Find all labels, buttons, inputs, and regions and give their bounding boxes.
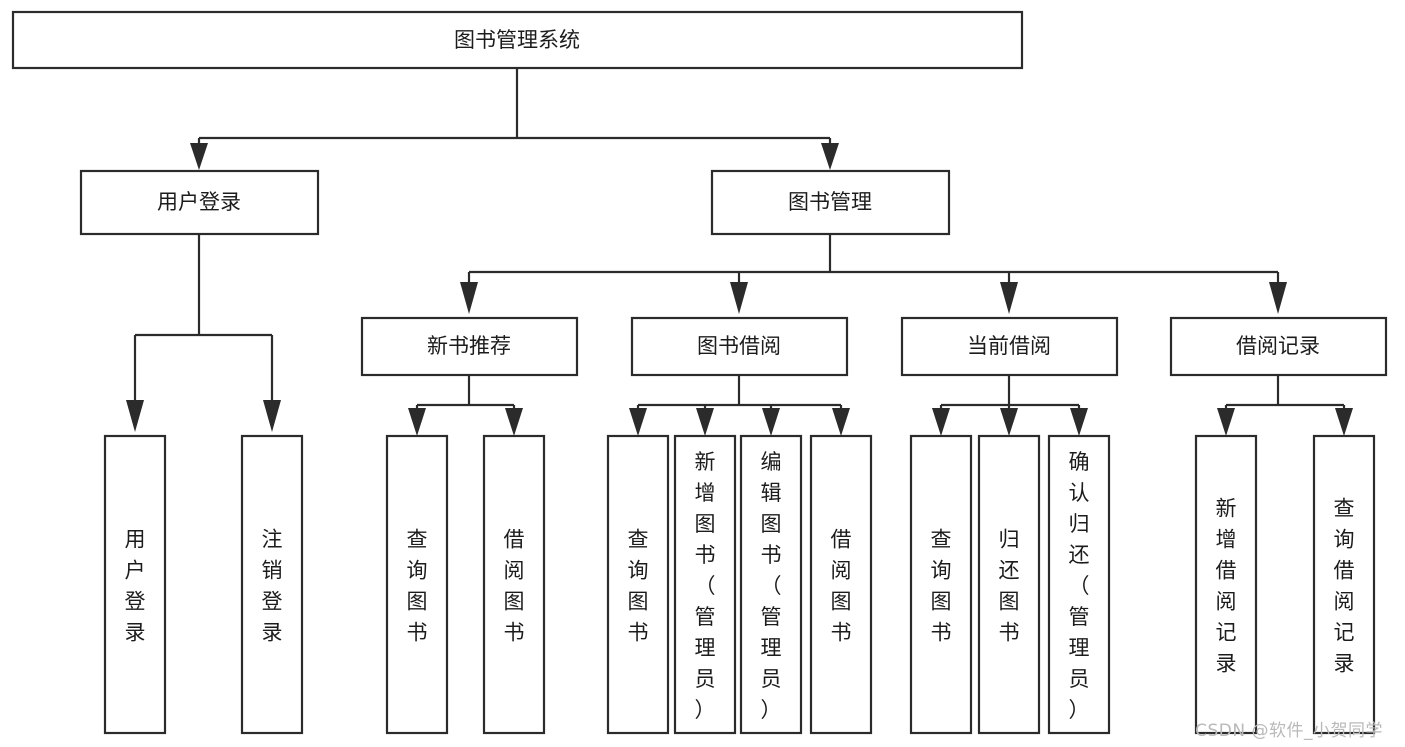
node-book-borrow[interactable]: 图书借阅 — [630, 316, 849, 377]
node-label: 查询图书 — [407, 528, 428, 645]
node-label: 新书推荐 — [427, 334, 511, 358]
arrow-head-icon — [190, 143, 208, 170]
node-leaf-add-record[interactable]: 新增借阅记录 — [1194, 434, 1258, 735]
connector-bookborrow-to-leaves — [629, 375, 850, 436]
node-label: 查询图书 — [628, 528, 649, 645]
node-leaf-add-book[interactable]: 新增图书（管理员） — [673, 434, 737, 735]
node-box[interactable] — [1312, 434, 1376, 735]
node-leaf-query-book-3[interactable]: 查询图书 — [909, 434, 973, 735]
arrow-head-icon — [730, 282, 748, 314]
arrow-head-icon — [932, 408, 950, 436]
node-box[interactable] — [710, 169, 951, 236]
node-leaf-confirm-return[interactable]: 确认归还（管理员） — [1047, 434, 1111, 735]
node-new-book-recommend[interactable]: 新书推荐 — [360, 316, 579, 377]
node-box[interactable] — [79, 169, 320, 236]
connector-newbook-to-leaves — [408, 375, 523, 436]
connector-userlogin-to-leaves — [126, 235, 281, 432]
node-label: 图书借阅 — [697, 334, 781, 358]
node-box[interactable] — [1169, 316, 1388, 377]
node-box[interactable] — [1047, 434, 1111, 735]
node-box[interactable] — [240, 434, 304, 735]
node-label: 借阅记录 — [1236, 334, 1320, 358]
node-leaf-user-login[interactable]: 用户登录 — [103, 434, 167, 735]
node-leaf-edit-book[interactable]: 编辑图书（管理员） — [739, 434, 803, 735]
node-box[interactable] — [360, 316, 579, 377]
node-current-borrow[interactable]: 当前借阅 — [900, 316, 1119, 377]
node-box[interactable] — [606, 434, 670, 735]
arrow-head-icon — [505, 408, 523, 436]
arrow-head-icon — [832, 408, 850, 436]
node-leaf-borrow-book-2[interactable]: 借阅图书 — [809, 434, 873, 735]
node-label: 图书管理系统 — [454, 28, 580, 52]
node-box[interactable] — [482, 434, 546, 735]
csdn-watermark: CSDN @软件_小贺同学 — [1195, 721, 1383, 741]
arrow-head-icon — [1335, 408, 1353, 436]
node-book-management[interactable]: 图书管理 — [710, 169, 951, 236]
connector-root-to-level2 — [190, 68, 839, 170]
node-leaf-return-book[interactable]: 归还图书 — [977, 434, 1041, 735]
node-label: 用户登录 — [157, 190, 241, 214]
node-user-login[interactable]: 用户登录 — [79, 169, 320, 236]
node-label: 当前借阅 — [967, 334, 1051, 358]
arrow-head-icon — [1070, 408, 1088, 436]
node-box[interactable] — [900, 316, 1119, 377]
connector-currentborrow-to-leaves — [932, 375, 1088, 436]
arrow-head-icon — [696, 408, 714, 436]
node-leaf-query-book-1[interactable]: 查询图书 — [385, 434, 449, 735]
connector-bookmgmt-to-level3 — [460, 235, 1287, 314]
node-label: 查询借阅记录 — [1334, 497, 1355, 676]
node-label: 新增借阅记录 — [1216, 497, 1237, 676]
node-box[interactable] — [103, 434, 167, 735]
node-label: 借阅图书 — [831, 528, 852, 645]
node-label: 编辑图书（管理员） — [761, 450, 782, 722]
node-label: 注销登录 — [262, 528, 283, 645]
node-box[interactable] — [673, 434, 737, 735]
arrow-head-icon — [460, 282, 478, 314]
arrow-head-icon — [408, 408, 426, 436]
arrow-head-icon — [1000, 282, 1018, 314]
arrow-head-icon — [1217, 408, 1235, 436]
node-box[interactable] — [977, 434, 1041, 735]
node-borrow-record[interactable]: 借阅记录 — [1169, 316, 1388, 377]
arrow-head-icon — [629, 408, 647, 436]
arrow-head-icon — [126, 400, 144, 432]
arrow-head-icon — [1269, 282, 1287, 314]
node-label: 查询图书 — [931, 528, 952, 645]
node-leaf-query-record[interactable]: 查询借阅记录 — [1312, 434, 1376, 735]
node-root[interactable]: 图书管理系统 — [11, 10, 1024, 70]
node-label: 新增图书（管理员） — [695, 450, 716, 722]
node-box[interactable] — [909, 434, 973, 735]
node-label: 用户登录 — [125, 528, 146, 645]
arrow-head-icon — [821, 143, 839, 170]
node-box[interactable] — [1194, 434, 1258, 735]
node-label: 归还图书 — [999, 528, 1020, 645]
arrow-head-icon — [762, 408, 780, 436]
node-label: 图书管理 — [788, 190, 872, 214]
node-box[interactable] — [385, 434, 449, 735]
arrow-head-icon — [263, 400, 281, 432]
node-leaf-borrow-book-1[interactable]: 借阅图书 — [482, 434, 546, 735]
node-box[interactable] — [809, 434, 873, 735]
node-box[interactable] — [630, 316, 849, 377]
node-leaf-query-book-2[interactable]: 查询图书 — [606, 434, 670, 735]
node-box[interactable] — [11, 10, 1024, 70]
node-label: 确认归还（管理员） — [1069, 450, 1090, 722]
node-leaf-user-logout[interactable]: 注销登录 — [240, 434, 304, 735]
connector-borrowrecord-to-leaves — [1217, 375, 1353, 436]
arrow-head-icon — [1000, 408, 1018, 436]
node-box[interactable] — [739, 434, 803, 735]
node-label: 借阅图书 — [504, 528, 525, 645]
